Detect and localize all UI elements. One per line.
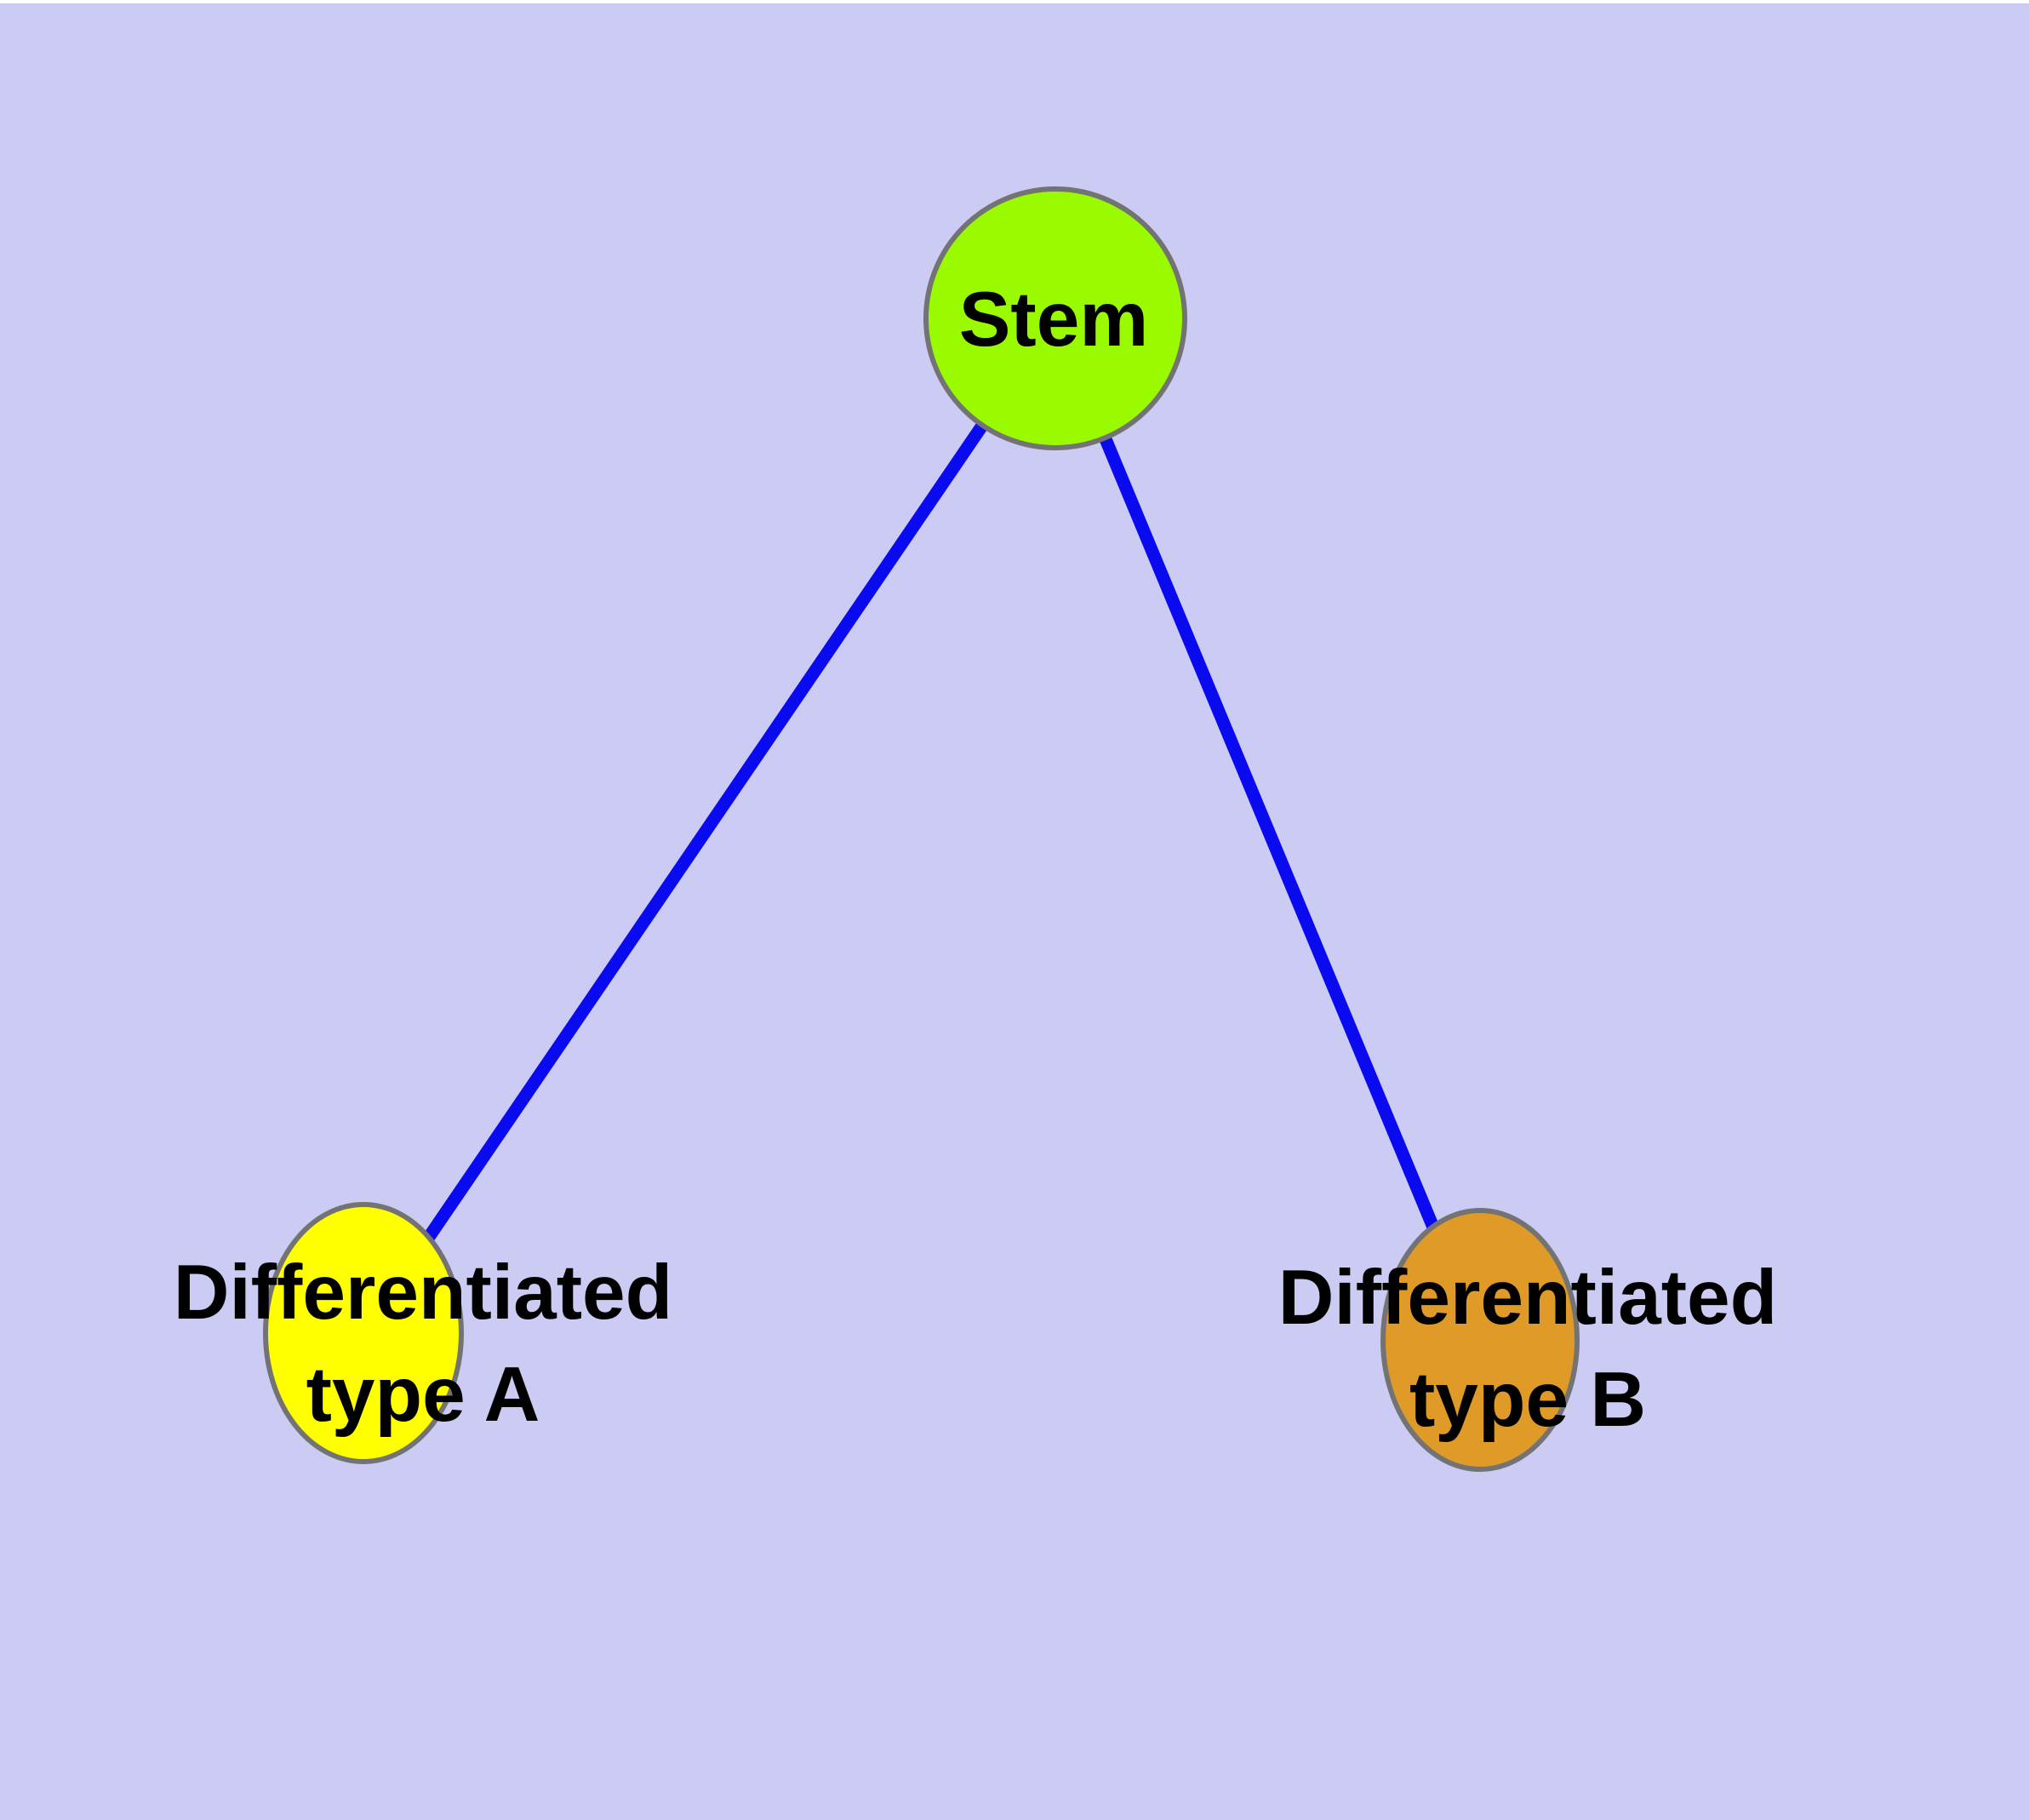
- node-differentiated-type-b-shape: [1380, 1208, 1580, 1472]
- node-stem: Stem: [923, 186, 1187, 450]
- edge-stem-to-diff-a: [357, 314, 1061, 1337]
- node-differentiated-type-b: Differentiated type B: [1278, 1208, 1778, 1472]
- node-differentiated-type-b-label-line1: Differentiated: [1278, 1255, 1778, 1341]
- edge-stem-to-diff-b: [1049, 316, 1486, 1342]
- node-stem-label: Stem: [959, 277, 1149, 363]
- edges: [357, 314, 1486, 1342]
- node-differentiated-type-b-label-line2: type B: [1409, 1357, 1646, 1443]
- node-stem-shape: [923, 186, 1187, 450]
- node-differentiated-type-a: Differentiated type A: [174, 1202, 673, 1464]
- node-differentiated-type-a-shape: [263, 1202, 464, 1464]
- node-differentiated-type-a-label-line2: type A: [306, 1352, 540, 1438]
- node-differentiated-type-a-label-line1: Differentiated: [174, 1250, 673, 1336]
